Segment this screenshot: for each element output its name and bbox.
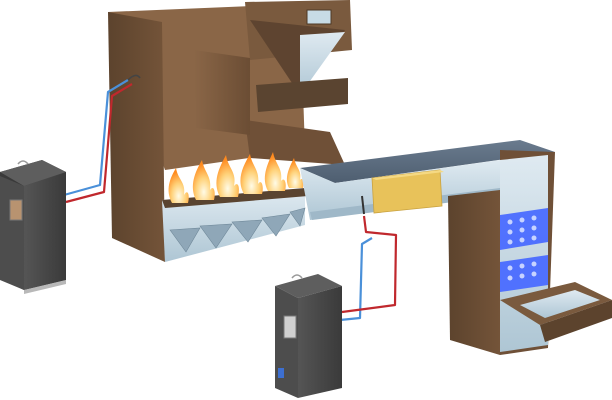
tower-outlet-face bbox=[540, 300, 612, 342]
cabinet-window bbox=[283, 315, 297, 339]
furnace-left-wall bbox=[108, 12, 165, 262]
flame-icon bbox=[286, 158, 304, 188]
lower-grate-holes bbox=[507, 261, 537, 281]
flame-icon bbox=[240, 154, 263, 194]
recovery-duct bbox=[300, 140, 555, 220]
pipe-icon bbox=[65, 83, 133, 204]
tower-outlet-inner bbox=[520, 290, 600, 318]
cabinet-side bbox=[298, 286, 342, 398]
ash-hopper-row bbox=[169, 207, 306, 253]
pipe-icon bbox=[339, 237, 373, 322]
duct-insert-top bbox=[372, 170, 444, 180]
flame-icon bbox=[192, 160, 215, 200]
control-cabinet-right bbox=[275, 274, 342, 398]
furnace-floor bbox=[162, 190, 305, 262]
pipe-hook bbox=[127, 74, 141, 81]
cabinet-feet bbox=[24, 280, 66, 294]
flame-icon bbox=[216, 155, 239, 197]
cabinet-front bbox=[0, 176, 24, 290]
cabinet-handle bbox=[17, 160, 29, 165]
cabinet-top bbox=[275, 274, 342, 298]
flame-icon bbox=[264, 152, 286, 191]
burner-flames bbox=[168, 152, 304, 203]
tower-front bbox=[448, 190, 500, 355]
hopper-chute-face bbox=[194, 50, 250, 135]
pipes-right bbox=[339, 215, 398, 322]
sensor-probe bbox=[361, 195, 365, 215]
feed-hopper bbox=[194, 0, 352, 135]
pipes-left bbox=[63, 74, 141, 204]
control-cabinet-left bbox=[0, 160, 66, 294]
hopper-inner bbox=[300, 32, 345, 95]
cabinet-window bbox=[9, 199, 23, 221]
upper-grate-holes bbox=[507, 215, 537, 245]
hopper-chute bbox=[256, 78, 348, 112]
hopper-inlet bbox=[306, 9, 332, 25]
recovery-tower bbox=[448, 150, 612, 355]
furnace-base-edge bbox=[162, 188, 308, 208]
cabinet-front bbox=[275, 286, 298, 398]
furnace-inner-shoulder bbox=[245, 120, 345, 165]
duct-top-plate bbox=[300, 140, 555, 183]
cabinet-badge bbox=[278, 368, 284, 378]
cabinet-top bbox=[0, 160, 66, 186]
duct-insert-block bbox=[371, 169, 443, 214]
pipe-icon bbox=[341, 215, 398, 314]
flame-icon bbox=[168, 168, 189, 203]
cabinet-handle bbox=[291, 274, 303, 279]
pipe-icon bbox=[63, 79, 129, 197]
cabinet-side bbox=[24, 172, 66, 290]
